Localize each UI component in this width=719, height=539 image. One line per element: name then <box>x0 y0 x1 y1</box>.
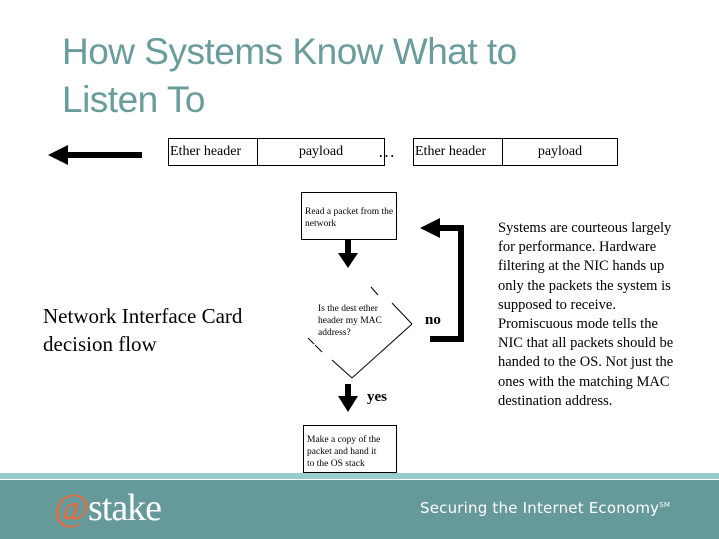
label-yes: yes <box>367 389 387 405</box>
decision-question: Is the dest ether header my MAC address? <box>318 303 382 339</box>
arrow-down-icon <box>338 384 358 412</box>
ethernet-frame: Ether header payload <box>413 138 618 166</box>
loop-back-arrow-icon <box>420 218 464 342</box>
caption-line-1: Network Interface Card <box>43 304 243 328</box>
copy-line-1: Make a copy of the <box>307 435 381 445</box>
decision-line-1: Is the dest ether <box>318 304 378 314</box>
slide-title-line-1: How Systems Know What to <box>62 31 517 72</box>
arrow-left-icon <box>48 145 142 165</box>
ethernet-frame: Ether header payload <box>168 138 385 166</box>
flow-caption: Network Interface Card decision flow <box>43 302 242 358</box>
tagline-text: Securing the Internet Economy <box>420 499 660 517</box>
explanation-notes: Systems are courteous largely for perfor… <box>498 220 674 409</box>
service-mark: SM <box>659 501 671 509</box>
ether-header-cell: Ether header <box>169 139 258 165</box>
company-logo: @stake <box>54 486 162 530</box>
footer-accent-band <box>0 473 719 479</box>
payload-cell: payload <box>298 144 344 159</box>
logo-text: stake <box>87 487 162 529</box>
footer-divider <box>0 479 719 480</box>
payload-cell: payload <box>537 144 583 159</box>
step-read-packet-box: Read a packet from the network <box>301 192 397 240</box>
decision-diamond <box>307 286 413 379</box>
footer-bar <box>0 480 719 539</box>
slide-title: How Systems Know What to Listen To <box>62 28 517 124</box>
slide-title-line-2: Listen To <box>62 79 205 120</box>
frames-ellipsis: … <box>378 142 397 161</box>
logo-at-symbol: @ <box>54 487 89 529</box>
copy-line-2: packet and hand it <box>307 447 377 457</box>
copy-line-3: to the OS stack <box>307 459 365 469</box>
footer-tagline: Securing the Internet EconomySM <box>420 499 670 517</box>
label-no: no <box>425 312 441 328</box>
arrow-down-icon <box>338 239 358 268</box>
decision-line-3: address? <box>318 328 351 338</box>
step-copy-packet-box: Make a copy of the packet and hand it to… <box>303 425 397 473</box>
caption-line-2: decision flow <box>43 332 157 356</box>
decision-line-2: header my MAC <box>318 316 382 326</box>
ether-header-cell: Ether header <box>414 139 503 165</box>
